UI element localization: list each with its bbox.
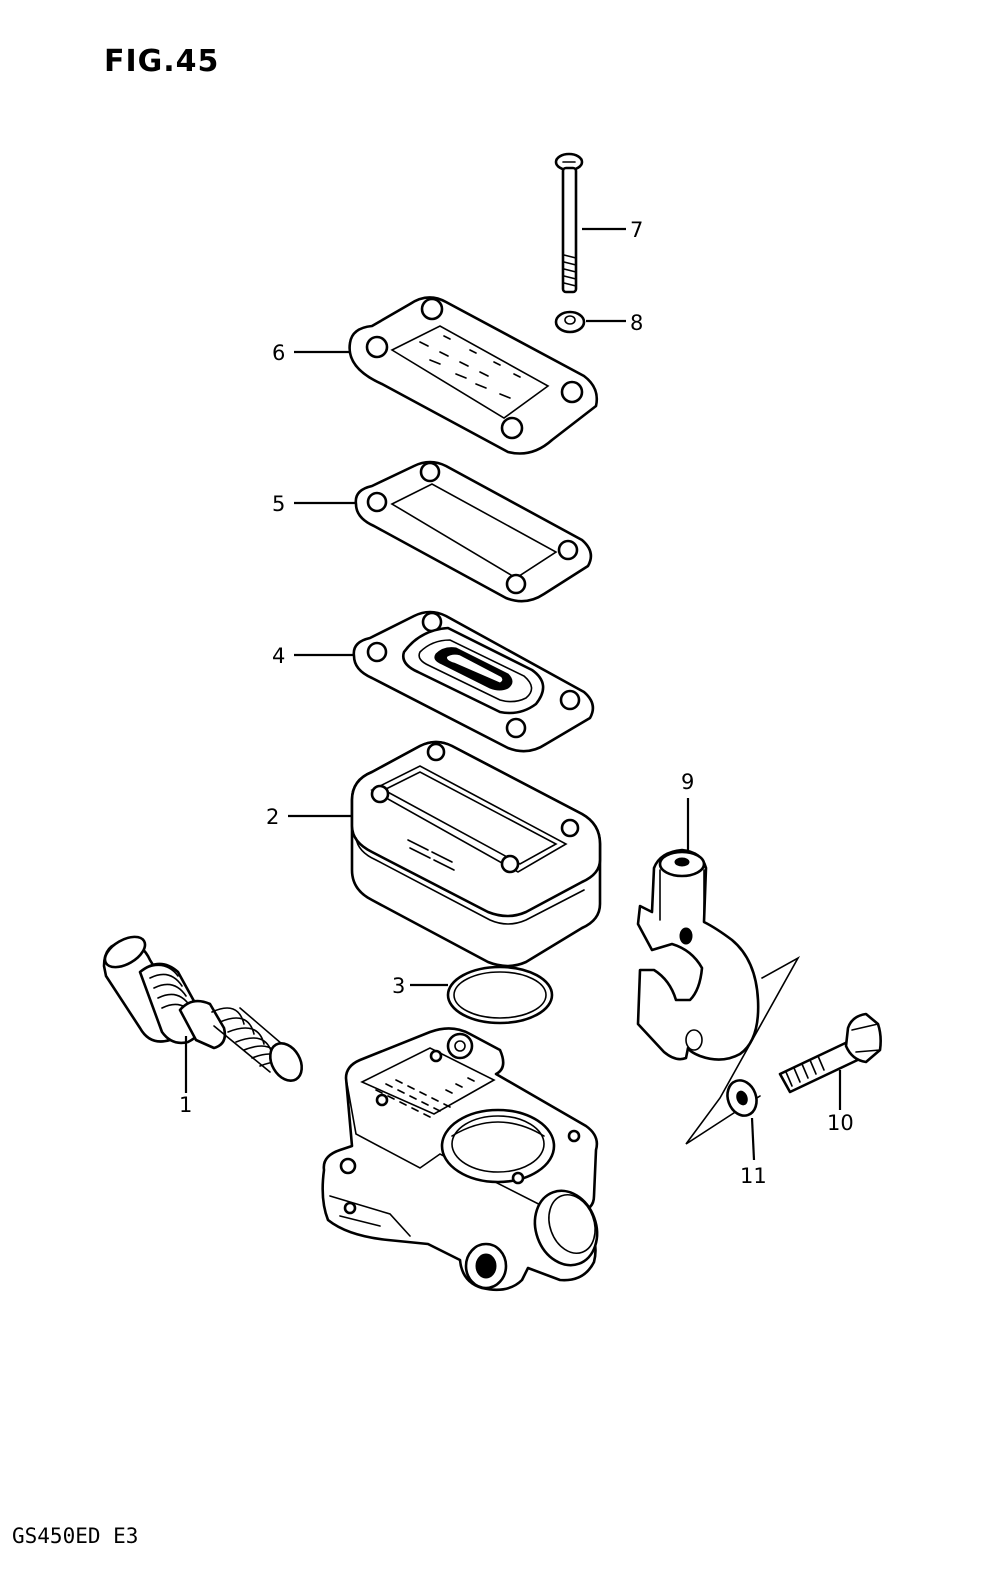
part-8-plate	[554, 310, 586, 334]
callout-4: 4	[272, 644, 285, 668]
part-11-washer	[726, 1079, 758, 1117]
part-3-o-ring	[446, 965, 554, 1025]
callout-6: 6	[272, 341, 285, 365]
figure-title: FIG.45	[104, 44, 220, 79]
callout-7: 7	[630, 218, 643, 242]
callout-9: 9	[681, 770, 694, 794]
callout-labels: 7 8 6 5 4 2 3 1 9 10 11	[179, 218, 854, 1188]
callout-3: 3	[392, 974, 405, 998]
part-5-plate	[354, 460, 593, 603]
part-10-bolt	[778, 1012, 882, 1094]
part-2-reservoir	[350, 740, 602, 968]
master-cylinder-body	[321, 1027, 599, 1292]
part-9-clamp	[636, 848, 760, 1061]
leader-lines	[184, 227, 842, 1161]
callout-5: 5	[272, 492, 285, 516]
parting-plane	[685, 955, 801, 1145]
callout-11: 11	[740, 1164, 767, 1188]
callout-8: 8	[630, 311, 643, 335]
callout-2: 2	[266, 805, 279, 829]
callout-1: 1	[179, 1093, 192, 1117]
part-1-piston-spring	[102, 935, 304, 1082]
callout-10: 10	[827, 1111, 854, 1135]
model-code: GS450ED E3	[12, 1524, 139, 1548]
part-7-screw	[554, 152, 584, 294]
part-6-cap	[348, 296, 599, 455]
part-4-diaphragm	[352, 610, 595, 753]
